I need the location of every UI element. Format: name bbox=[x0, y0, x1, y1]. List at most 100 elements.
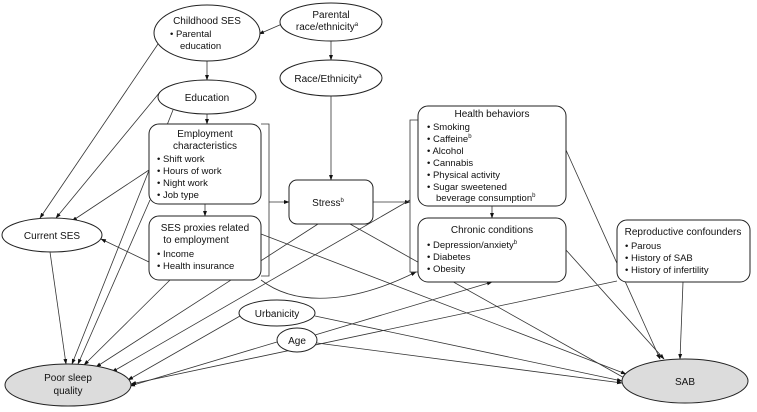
node-parental-race-ethnicity: Parental race/ethnicitya bbox=[279, 2, 383, 42]
ses-proxies-title-1: SES proxies related bbox=[161, 223, 249, 234]
childhood-ses-item-2: education bbox=[180, 41, 221, 52]
employment-group-bracket bbox=[261, 123, 270, 277]
parental-race-title-2: race/ethnicity bbox=[296, 22, 355, 33]
svg-text:• Caffeineb: • Caffeineb bbox=[427, 134, 472, 145]
edge-ses-proxies-to-sab bbox=[260, 233, 627, 375]
chronic-title: Chronic conditions bbox=[451, 225, 533, 236]
parental-race-sup: a bbox=[355, 22, 359, 28]
poor-sleep-title-2: quality bbox=[54, 386, 83, 397]
edge-reproductive-to-sab bbox=[678, 281, 684, 360]
childhood-ses-item-1: Parental bbox=[176, 29, 211, 40]
edge-urbanicity-to-poor-sleep bbox=[127, 315, 241, 381]
edge-chronic-to-sab bbox=[565, 249, 665, 360]
svg-text:• Income: • Income bbox=[157, 249, 194, 260]
svg-text:• Diabetes: • Diabetes bbox=[427, 252, 471, 263]
health-item-cannabis: Cannabis bbox=[433, 158, 473, 169]
svg-text:• Job type: • Job type bbox=[157, 190, 199, 201]
svg-text:Stressb: Stressb bbox=[312, 198, 344, 209]
employment-item-shift-work: Shift work bbox=[163, 154, 205, 165]
node-chronic-conditions: Chronic conditions • Depression/anxietyb… bbox=[417, 217, 567, 283]
edge-ses-proxies-to-current-ses bbox=[100, 238, 150, 263]
node-poor-sleep-quality: Poor sleep quality bbox=[4, 363, 132, 407]
svg-text:beverage consumptionb: beverage consumptionb bbox=[436, 193, 536, 204]
chronic-item-depression-anxiety: Depression/anxiety bbox=[433, 240, 514, 251]
race-ethnicity-sup: a bbox=[358, 74, 362, 80]
node-employment-characteristics: Employment characteristics • Shift work … bbox=[148, 123, 262, 205]
edge-health-behaviors-to-sab bbox=[565, 149, 661, 360]
edge-behav-group-to-poor-sleep bbox=[111, 199, 411, 373]
edge-ses-proxies-to-poor-sleep bbox=[83, 279, 171, 366]
svg-text:• Sugar sweetened: • Sugar sweetened bbox=[427, 182, 507, 193]
education-title: Education bbox=[185, 93, 229, 104]
node-race-ethnicity: Race/Ethnicitya bbox=[279, 59, 383, 97]
stress-title: Stress bbox=[312, 198, 340, 209]
svg-text:• Obesity: • Obesity bbox=[427, 264, 465, 275]
svg-text:• Hours of work: • Hours of work bbox=[157, 166, 222, 177]
node-ses-proxies: SES proxies related to employment • Inco… bbox=[148, 215, 262, 281]
node-education: Education bbox=[157, 79, 257, 115]
edges-layer bbox=[39, 23, 684, 387]
svg-text:• Shift work: • Shift work bbox=[157, 154, 205, 165]
edge-employment-to-poor-sleep bbox=[77, 199, 151, 365]
parental-race-title-1: Parental bbox=[312, 10, 349, 21]
svg-text:• Depression/anxietyb: • Depression/anxietyb bbox=[427, 240, 518, 251]
svg-text:• Health insurance: • Health insurance bbox=[157, 261, 234, 272]
svg-text:• Physical activity: • Physical activity bbox=[427, 170, 500, 181]
node-sab: SAB bbox=[621, 358, 749, 404]
reproductive-item-history-infertility: History of infertility bbox=[631, 265, 709, 276]
health-caffeine-sup: b bbox=[468, 134, 472, 140]
behavior-group-bracket bbox=[409, 119, 418, 273]
stress-sup: b bbox=[341, 198, 345, 204]
svg-text:• History of SAB: • History of SAB bbox=[625, 253, 693, 264]
svg-text:• Smoking: • Smoking bbox=[427, 122, 470, 133]
chronic-item-diabetes: Diabetes bbox=[433, 252, 471, 263]
reproductive-title: Reproductive confounders bbox=[625, 227, 742, 238]
health-item-alcohol: Alcohol bbox=[432, 146, 463, 157]
sab-title: SAB bbox=[675, 377, 695, 388]
edge-reproductive-to-poor-sleep bbox=[130, 280, 618, 385]
ses-proxies-item-income: Income bbox=[163, 249, 194, 260]
employment-item-night-work: Night work bbox=[163, 178, 208, 189]
svg-text:• History of infertility: • History of infertility bbox=[625, 265, 709, 276]
svg-text:• Night work: • Night work bbox=[157, 178, 208, 189]
node-age: Age bbox=[276, 327, 318, 353]
health-item-beverage-consumption: beverage consumption bbox=[436, 193, 532, 204]
race-ethnicity-title: Race/Ethnicity bbox=[294, 74, 358, 85]
health-item-sugar-sweetened: Sugar sweetened bbox=[433, 182, 507, 193]
reproductive-item-parous: Parous bbox=[631, 241, 661, 252]
edge-age-to-sab bbox=[316, 342, 623, 385]
employment-item-hours-of-work: Hours of work bbox=[163, 166, 222, 177]
node-current-ses: Current SES bbox=[1, 217, 103, 253]
node-urbanicity: Urbanicity bbox=[238, 299, 316, 327]
edge-childhood-ses-to-current-ses bbox=[39, 43, 159, 219]
employment-title-2: characteristics bbox=[173, 141, 237, 152]
employment-title-1: Employment bbox=[177, 129, 233, 140]
chronic-depression-sup: b bbox=[514, 240, 518, 246]
edge-stress-to-sab bbox=[349, 223, 629, 381]
health-beverage-sup: b bbox=[532, 193, 536, 199]
childhood-ses-title: Childhood SES bbox=[173, 16, 241, 27]
svg-text:• Alcohol: • Alcohol bbox=[427, 146, 464, 157]
svg-text:• Parous: • Parous bbox=[625, 241, 661, 252]
edge-education-to-current-ses bbox=[55, 91, 161, 219]
node-health-behaviors: Health behaviors • Smoking • Caffeineb •… bbox=[417, 105, 567, 207]
edge-parental-race-to-childhood-ses bbox=[258, 23, 283, 35]
reproductive-item-history-sab: History of SAB bbox=[631, 253, 693, 264]
employment-item-job-type: Job type bbox=[163, 190, 199, 201]
edge-age-to-chronic bbox=[314, 281, 493, 336]
edge-urbanicity-to-sab bbox=[314, 315, 623, 382]
health-item-smoking: Smoking bbox=[433, 122, 470, 133]
node-childhood-ses: Childhood SES • Parental education bbox=[153, 4, 261, 62]
svg-text:Race/Ethnicitya: Race/Ethnicitya bbox=[294, 74, 362, 85]
node-stress: Stressb bbox=[288, 179, 374, 225]
health-item-physical-activity: Physical activity bbox=[433, 170, 500, 181]
edge-ses-proxies-to-behav-group-curve bbox=[260, 271, 417, 299]
urbanicity-title: Urbanicity bbox=[255, 309, 299, 320]
svg-text:• Cannabis: • Cannabis bbox=[427, 158, 473, 169]
chronic-item-obesity: Obesity bbox=[433, 264, 465, 275]
edge-employment-to-current-ses bbox=[71, 169, 150, 222]
node-reproductive-confounders: Reproductive confounders • Parous • Hist… bbox=[616, 219, 751, 283]
ses-proxies-item-health-insurance: Health insurance bbox=[163, 261, 234, 272]
poor-sleep-title-1: Poor sleep bbox=[44, 373, 92, 384]
